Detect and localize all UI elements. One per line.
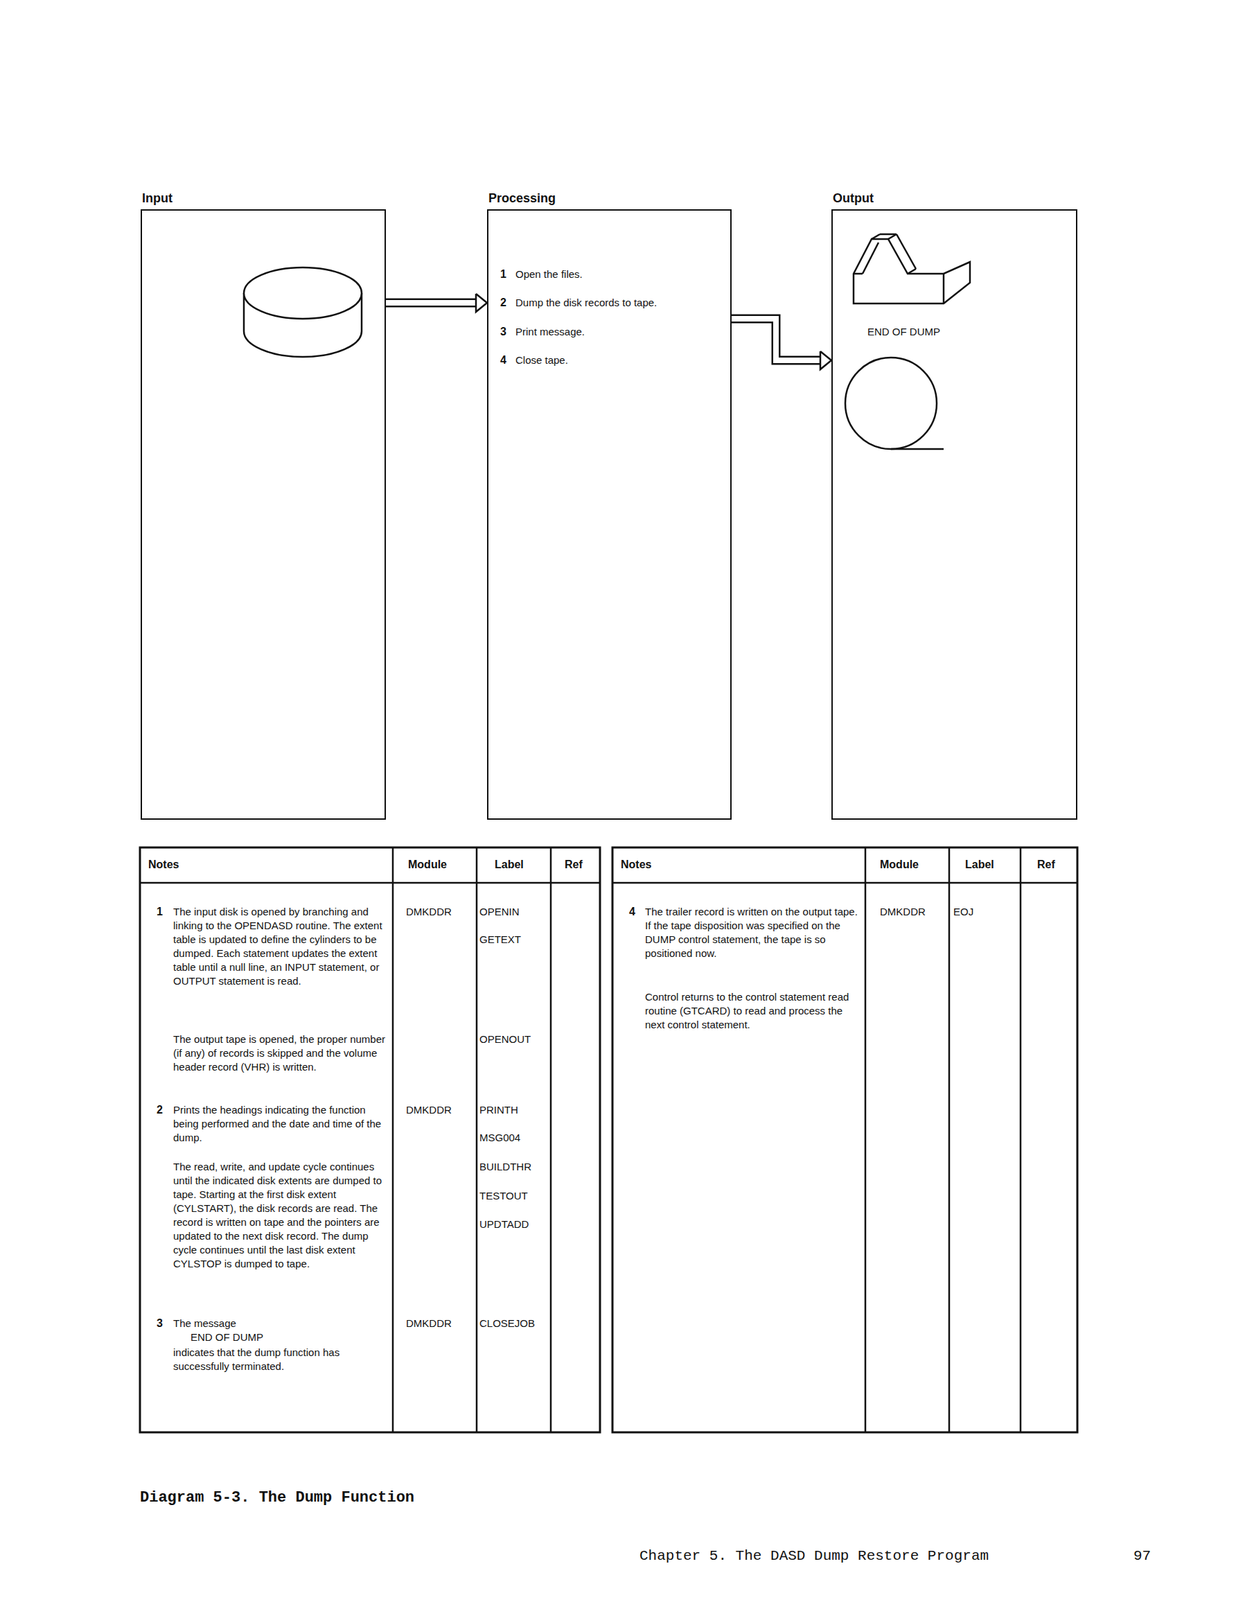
arrow-shaft-inner — [385, 299, 476, 306]
note-text: Prints the headings indicating the funct… — [173, 1102, 388, 1145]
box-heading: Processing — [488, 191, 556, 206]
column-header: Ref — [1037, 857, 1056, 872]
module-name: DMKDDR — [405, 904, 452, 919]
routine-label: CLOSEJOB — [479, 1316, 535, 1331]
arrow-head — [475, 293, 488, 312]
note-text: Control returns to the control statement… — [645, 990, 860, 1032]
step-text: Print message. — [515, 324, 585, 339]
double-line-arrow — [731, 318, 832, 370]
step-number: 4 — [500, 353, 507, 368]
arrow-shaft-inner — [731, 318, 821, 361]
double-line-arrow — [385, 293, 488, 312]
box-heading: Output — [832, 191, 874, 206]
routine-label: EOJ — [953, 904, 974, 919]
arrow-shaft — [731, 318, 821, 361]
column-header: Module — [408, 857, 447, 872]
step-text: Dump the disk records to tape. — [515, 295, 657, 310]
note-text: The trailer record is written on the out… — [645, 904, 860, 961]
notes-table-right — [612, 847, 1078, 1433]
module-name: DMKDDR — [405, 1102, 452, 1117]
message-text: END OF DUMP — [190, 1330, 264, 1345]
step-text: Close tape. — [515, 353, 569, 368]
output-box: OutputEND OF DUMP — [831, 209, 1078, 820]
callout-number: 3 — [156, 1316, 163, 1331]
column-header: Label — [965, 857, 995, 872]
figure-caption: Diagram 5-3. The Dump Function — [139, 1490, 415, 1505]
arrow-shaft — [385, 298, 476, 308]
note-text: The input disk is opened by branching an… — [173, 904, 388, 988]
note-text: The output tape is opened, the proper nu… — [173, 1032, 388, 1074]
callout-number: 4 — [629, 904, 636, 919]
callout-number: 2 — [156, 1102, 163, 1117]
routine-label: BUILDTHR — [479, 1159, 532, 1174]
step-text: END OF DUMP — [867, 324, 941, 339]
column-header: Ref — [564, 857, 583, 872]
routine-label: UPDTADD — [479, 1217, 529, 1232]
column-header: Module — [879, 857, 919, 872]
routine-label: OPENIN — [479, 904, 520, 919]
step-number: 2 — [500, 295, 507, 310]
module-name: DMKDDR — [405, 1316, 452, 1331]
notes-table-left — [139, 847, 600, 1433]
routine-label: MSG004 — [479, 1130, 521, 1145]
column-header: Notes — [620, 857, 652, 872]
note-text: The message — [173, 1316, 237, 1331]
module-name: DMKDDR — [879, 904, 926, 919]
step-text: Open the files. — [515, 267, 583, 282]
step-number: 1 — [500, 267, 507, 282]
routine-label: OPENOUT — [479, 1032, 531, 1047]
callout-number: 1 — [156, 904, 163, 919]
box-heading: Input — [142, 191, 173, 206]
input-box: Input — [140, 209, 386, 820]
column-header: Label — [494, 857, 524, 872]
page-number: 97 — [1133, 1549, 1151, 1564]
routine-label: GETEXT — [479, 932, 522, 947]
routine-label: TESTOUT — [479, 1188, 528, 1203]
page-footer: Chapter 5. The DASD Dump Restore Program — [639, 1549, 989, 1564]
column-header: Notes — [148, 857, 179, 872]
routine-label: PRINTH — [479, 1102, 519, 1117]
note-text: The read, write, and update cycle contin… — [173, 1159, 388, 1271]
arrow-head — [820, 351, 832, 370]
process-box: Processing1Open the files.2Dump the disk… — [487, 209, 732, 820]
printer-output-symbol — [853, 234, 970, 304]
step-number: 3 — [500, 324, 507, 339]
disk-symbol — [243, 267, 362, 357]
note-text: indicates that the dump function has suc… — [173, 1345, 388, 1374]
tape-reel-symbol — [845, 357, 944, 449]
